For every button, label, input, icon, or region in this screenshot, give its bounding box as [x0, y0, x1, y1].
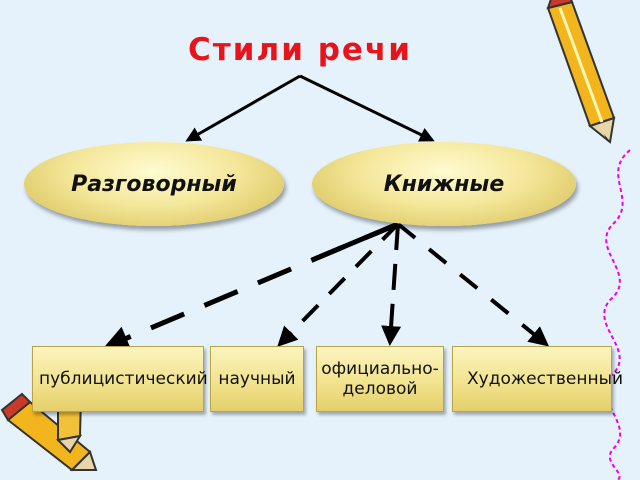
box-publicist-label: публицистический	[39, 369, 208, 389]
box-official-label: официально- деловой	[321, 359, 439, 399]
pencil-icon	[546, 0, 616, 144]
box-khudozh: Художественный	[452, 346, 623, 412]
diagram-title: Стили речи	[188, 32, 412, 68]
node-knizhnye-label: Книжные	[383, 171, 505, 197]
node-razgovorny-label: Разговорный	[71, 171, 237, 197]
box-official: официально- деловой	[316, 346, 444, 412]
box-nauchny: научный	[210, 346, 304, 412]
arrow-to-khudozh	[396, 222, 550, 347]
arrow-to-razgovorny	[185, 74, 301, 142]
box-publicist: публицистический	[32, 346, 208, 412]
arrow-to-official	[381, 223, 402, 346]
box-khudozh-label: Художественный	[467, 369, 624, 389]
arrow-to-publicist	[103, 221, 399, 350]
wavy-line	[603, 149, 631, 480]
node-razgovorny: Разговорный	[24, 142, 284, 226]
box-nauchny-label: научный	[218, 369, 296, 389]
arrow-to-knizhnye	[299, 74, 435, 142]
node-knizhnye: Книжные	[312, 142, 576, 226]
arrow-to-nauchny	[277, 222, 400, 347]
